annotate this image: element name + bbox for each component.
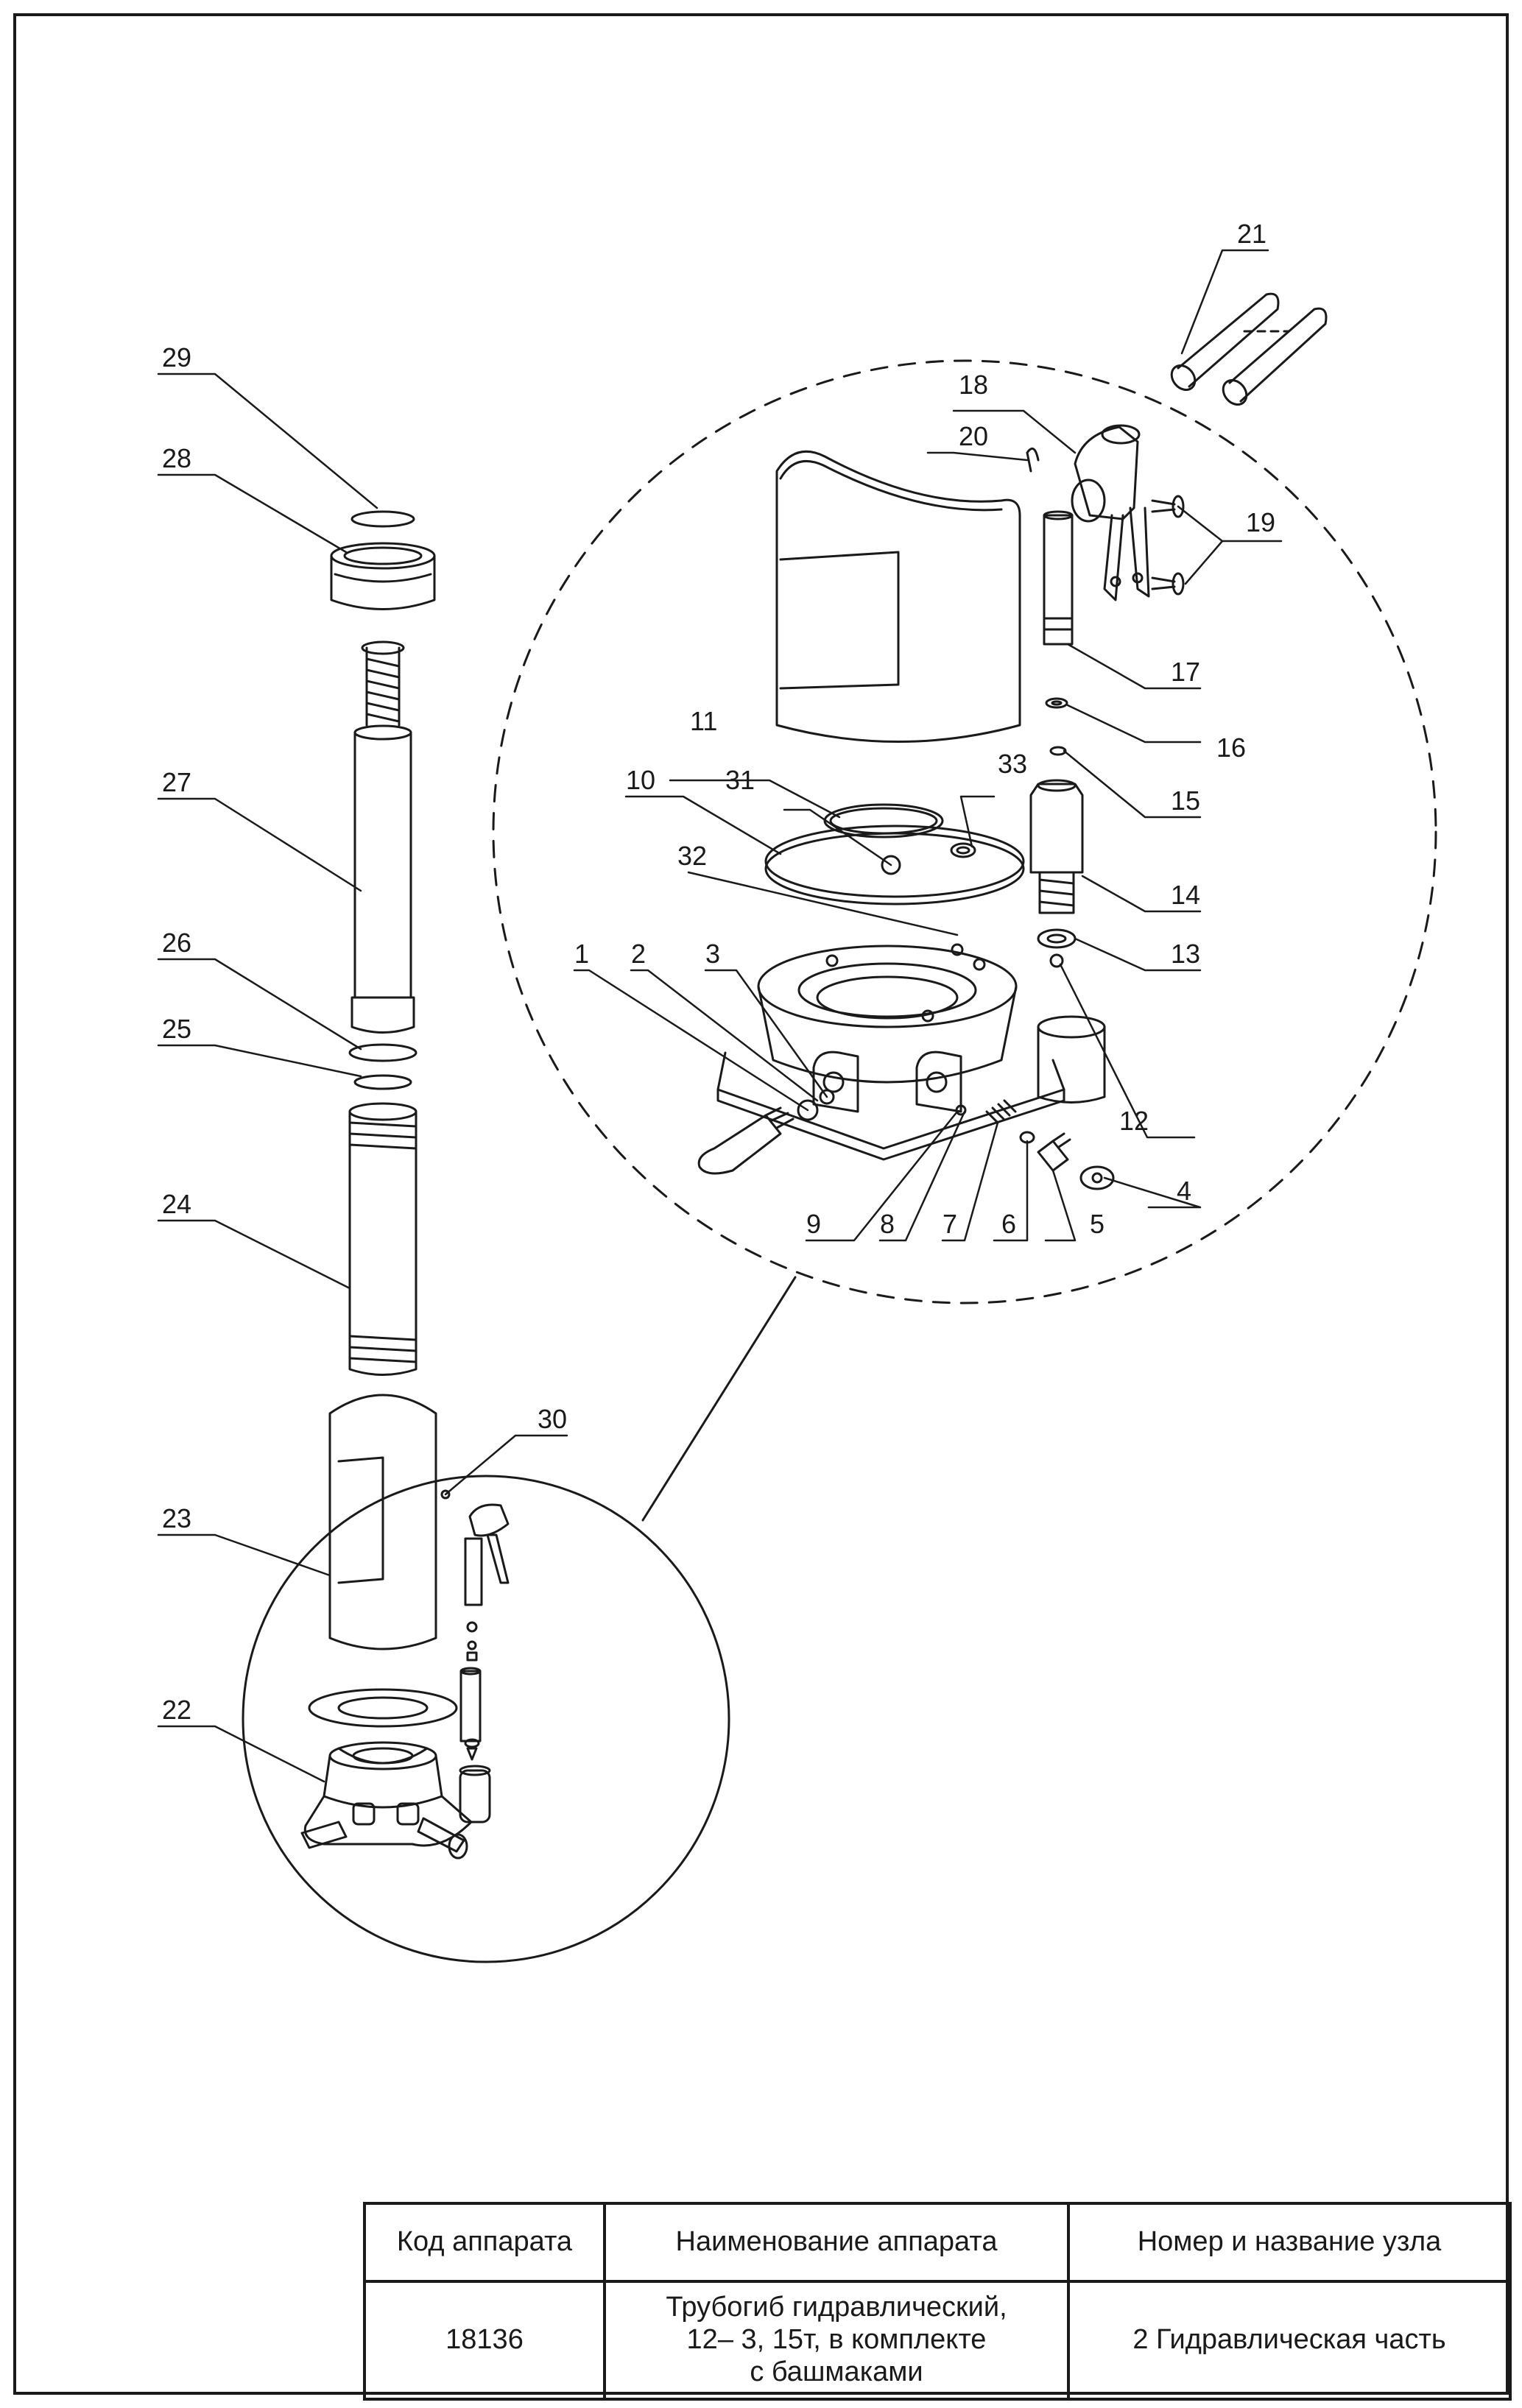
callout-6: 6 [1001, 1209, 1016, 1239]
callout-10: 10 [626, 765, 655, 795]
callout-25: 25 [162, 1014, 191, 1044]
value-code: 18136 [363, 2280, 606, 2401]
detail-pump-body [697, 943, 1115, 1190]
callout-28: 28 [162, 443, 191, 473]
leader-lines [157, 249, 1283, 1783]
callout-7: 7 [943, 1209, 957, 1239]
detail-link-line [641, 1276, 797, 1522]
header-code: Код аппарата [363, 2202, 606, 2283]
callout-labels: 1 2 3 4 5 6 7 8 9 10 11 12 13 14 15 16 1… [162, 219, 1275, 1725]
callout-8: 8 [880, 1209, 895, 1239]
callout-11: 11 [690, 706, 717, 736]
callout-17: 17 [1171, 657, 1200, 687]
detail-pump-column [1029, 510, 1084, 968]
callout-20: 20 [959, 421, 988, 451]
ram-cylinder-assembly [300, 510, 510, 1860]
header-unit: Номер и название узла [1067, 2202, 1512, 2283]
callout-1: 1 [574, 939, 589, 969]
callout-22: 22 [162, 1695, 191, 1725]
callout-4: 4 [1177, 1176, 1191, 1206]
callout-2: 2 [631, 939, 646, 969]
title-block-header-row: Код аппарата Наименование аппарата Номер… [363, 2202, 1512, 2283]
detail-view-circle [492, 359, 1437, 1304]
callout-19: 19 [1246, 507, 1275, 537]
value-unit: 2 Гидравлическая часть [1067, 2280, 1512, 2401]
value-name: Трубогиб гидравлический, 12– 3, 15т, в к… [603, 2280, 1070, 2401]
callout-30: 30 [538, 1404, 567, 1434]
callout-29: 29 [162, 342, 191, 373]
callout-31: 31 [725, 765, 755, 795]
callout-33: 33 [998, 749, 1027, 779]
callout-16: 16 [1216, 732, 1246, 763]
callout-3: 3 [705, 939, 720, 969]
callout-18: 18 [959, 370, 988, 400]
callout-32: 32 [677, 841, 707, 871]
overview-circle [242, 1475, 730, 1963]
callout-23: 23 [162, 1503, 191, 1533]
callout-21: 21 [1237, 219, 1266, 249]
callout-15: 15 [1171, 785, 1200, 816]
callout-12: 12 [1119, 1106, 1149, 1136]
callout-24: 24 [162, 1189, 191, 1219]
header-name: Наименование аппарата [603, 2202, 1070, 2283]
callout-14: 14 [1171, 880, 1200, 910]
callout-26: 26 [162, 928, 191, 958]
callout-5: 5 [1090, 1209, 1104, 1239]
callout-13: 13 [1171, 939, 1200, 969]
detail-handle-socket [1026, 292, 1328, 601]
title-block-table: Код аппарата Наименование аппарата Номер… [363, 2202, 1512, 2401]
detail-reservoir [764, 450, 1025, 905]
title-block-value-row: 18136 Трубогиб гидравлический, 12– 3, 15… [363, 2280, 1512, 2401]
callout-9: 9 [806, 1209, 821, 1239]
callout-27: 27 [162, 767, 191, 797]
